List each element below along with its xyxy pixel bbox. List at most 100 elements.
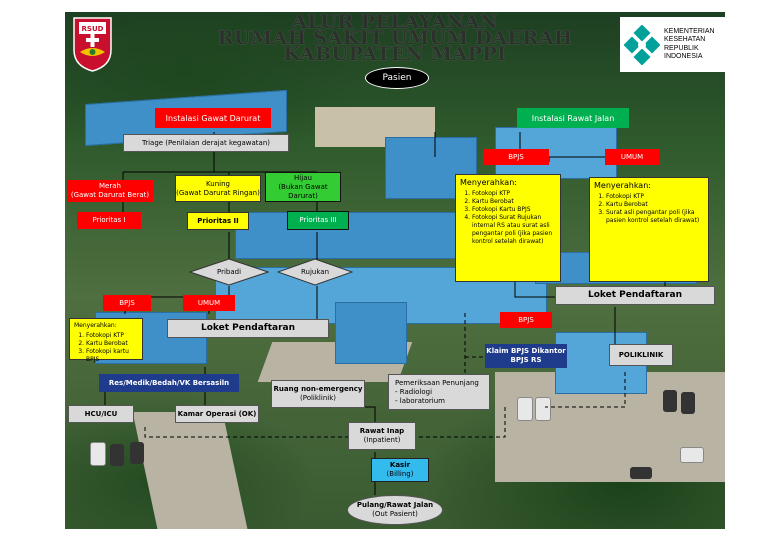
prioritas2-label: Prioritas II: [197, 216, 239, 225]
klaim-sublabel: BPJS RS: [510, 356, 542, 364]
bpjs-top-label: BPJS: [508, 152, 524, 161]
res-node: Res/Medik/Bedah/VK Bersasiln: [99, 374, 239, 392]
res-label: Res/Medik/Bedah/VK Bersasiln: [108, 378, 230, 387]
umum-requirements-heading: Menyerahkan:: [594, 181, 651, 190]
left-requirement-item: Fotokopi KTP: [86, 332, 138, 340]
klaim-label: Klaim BPJS Dikantor: [486, 347, 566, 355]
rawat-jalan-node: Instalasi Rawat Jalan: [517, 108, 629, 128]
igd-label: Instalasi Gawat Darurat: [165, 113, 261, 123]
kamar-operasi-node: Kamar Operasi (OK): [175, 405, 259, 423]
loket-left-node: Loket Pendaftaran: [167, 319, 329, 338]
bpjs-requirement-item: Kartu Berobat: [472, 198, 556, 206]
triage-node: Triage (Penilaian derajat kegawatan): [123, 134, 289, 152]
pribadi-label: Pribadi: [216, 267, 242, 276]
hospital-emblem-icon: RSUD: [73, 17, 112, 72]
car: [663, 390, 677, 412]
umum-left-label: UMUM: [197, 298, 221, 307]
kamar-operasi-label: Kamar Operasi (OK): [177, 409, 257, 418]
left-requirement-item: Kartu Berobat: [86, 340, 138, 348]
igd-node: Instalasi Gawat Darurat: [155, 108, 271, 128]
prioritas3-node: Prioritas III: [287, 211, 349, 230]
pasien-label: Pasien: [382, 72, 412, 83]
pemeriksaan-radiologi: - Radiologi: [395, 387, 433, 396]
bpjs-mid-label: BPJS: [518, 315, 534, 324]
bpjs-left-label: BPJS: [119, 298, 135, 307]
klaim-node: Klaim BPJS Dikantor BPJS RS: [485, 344, 567, 368]
rawat-jalan-label: Instalasi Rawat Jalan: [531, 113, 615, 123]
bpjs-left-node: BPJS: [103, 295, 151, 311]
bpjs-mid-node: BPJS: [500, 312, 552, 328]
umum-top-node: UMUM: [605, 149, 659, 165]
left-requirements-list: Menyerahkan: Fotokopi KTP Kartu Berobat …: [69, 318, 143, 363]
triage-label: Triage (Penilaian derajat kegawatan): [141, 138, 271, 147]
kemenkes-logo: KEMENTERIAN KESEHATAN REPUBLIK INDONESIA: [620, 17, 725, 72]
bpjs-requirements-list: Menyerahkan: Fotokopi KTP Kartu Berobat …: [455, 174, 561, 282]
umum-requirement-item: Fotokopi KTP: [606, 193, 704, 201]
poster-title-line2: RUMAH SAKIT UMUM DAERAH: [217, 27, 573, 49]
pemeriksaan-node: Pemeriksaan Penunjang - Radiologi - labo…: [388, 374, 490, 410]
pribadi-label-wrap: Pribadi: [189, 258, 269, 286]
car: [110, 444, 124, 466]
pulang-sublabel: (Out Pasient): [372, 510, 418, 518]
left-requirement-item: Fotokopi kartu BPJS: [86, 348, 138, 364]
merah-sublabel: (Gawat Darurat Berat): [70, 191, 150, 199]
merah-label: Merah: [99, 182, 121, 190]
flowchart-poster: RSUD KEMENTERIAN KESEHATAN REPUBLIK INDO…: [65, 12, 725, 529]
loket-right-node: Loket Pendaftaran: [555, 286, 715, 305]
pemeriksaan-label: Pemeriksaan Penunjang: [395, 378, 479, 387]
bpjs-requirement-item: Fotokopi KTP: [472, 190, 556, 198]
building-roof: [335, 302, 407, 364]
umum-requirements-list: Menyerahkan: Fotokopi KTP Kartu Berobat …: [589, 177, 709, 282]
rujukan-label-wrap: Rujukan: [277, 258, 353, 286]
prioritas1-node: Prioritas I: [77, 212, 141, 229]
pasien-node: Pasien: [365, 67, 429, 89]
svg-text:RSUD: RSUD: [82, 25, 104, 33]
ruang-non-label: Ruang non-emergency: [273, 385, 363, 393]
bpjs-requirements-heading: Menyerahkan:: [460, 178, 517, 187]
kasir-sublabel: (Billing): [386, 470, 414, 478]
building-roof: [235, 212, 487, 259]
kasir-label: Kasir: [389, 461, 411, 469]
kasir-node: Kasir (Billing): [371, 458, 429, 482]
poliklinik-label: POLIKLINIK: [618, 350, 664, 359]
kuning-node: Kuning (Gawat Darurat Ringan): [175, 175, 261, 202]
ruang-non-node: Ruang non-emergency (Poliklinik): [271, 380, 365, 408]
merah-node: Merah (Gawat Darurat Berat): [67, 180, 153, 202]
car: [517, 397, 533, 421]
kemenkes-line: KEMENTERIAN: [664, 27, 715, 35]
pribadi-decision: [189, 258, 269, 286]
bpjs-requirement-item: Fotokopi Kartu BPJS: [472, 206, 556, 214]
car: [130, 442, 144, 464]
bpjs-top-node: BPJS: [483, 149, 549, 165]
rawat-inap-sublabel: (Inpatient): [363, 436, 401, 444]
pulang-node: Pulang/Rawat Jalan (Out Pasient): [347, 495, 443, 525]
kemenkes-line: INDONESIA: [664, 53, 703, 60]
kemenkes-line: REPUBLIK: [664, 44, 699, 52]
left-requirements-heading: Menyerahkan:: [74, 322, 117, 329]
car: [630, 467, 652, 479]
prioritas1-label: Prioritas I: [92, 216, 126, 224]
poster-title-line3: KABUPATEN MAPPI: [283, 43, 507, 65]
loket-right-label: Loket Pendaftaran: [587, 290, 683, 300]
umum-top-label: UMUM: [620, 152, 644, 161]
kuning-sublabel: (Gawat Darurat Ringan): [176, 188, 260, 197]
umum-left-node: UMUM: [183, 295, 235, 311]
kemenkes-logo-icon: [624, 24, 660, 65]
pemeriksaan-lab: - laboratorium: [395, 396, 445, 405]
hijau-sublabel: (Bukan Gawat Darurat): [278, 182, 328, 200]
rawat-inap-node: Rawat Inap (Inpatient): [348, 422, 416, 450]
car: [90, 442, 106, 466]
car: [535, 397, 551, 421]
car: [681, 392, 695, 414]
kuning-label: Kuning: [206, 179, 230, 188]
rujukan-label: Rujukan: [300, 267, 330, 276]
hcu-node: HCU/ICU: [68, 405, 134, 423]
rawat-inap-label: Rawat Inap: [359, 427, 405, 435]
ruang-non-sublabel: (Poliklinik): [300, 394, 336, 402]
loket-left-label: Loket Pendaftaran: [200, 323, 296, 333]
car: [680, 447, 704, 463]
umum-requirement-item: Kartu Berobat: [606, 201, 704, 209]
prioritas3-label: Prioritas III: [299, 216, 337, 224]
prioritas2-node: Prioritas II: [187, 212, 249, 230]
rsud-mappi-logo: RSUD: [70, 14, 115, 72]
